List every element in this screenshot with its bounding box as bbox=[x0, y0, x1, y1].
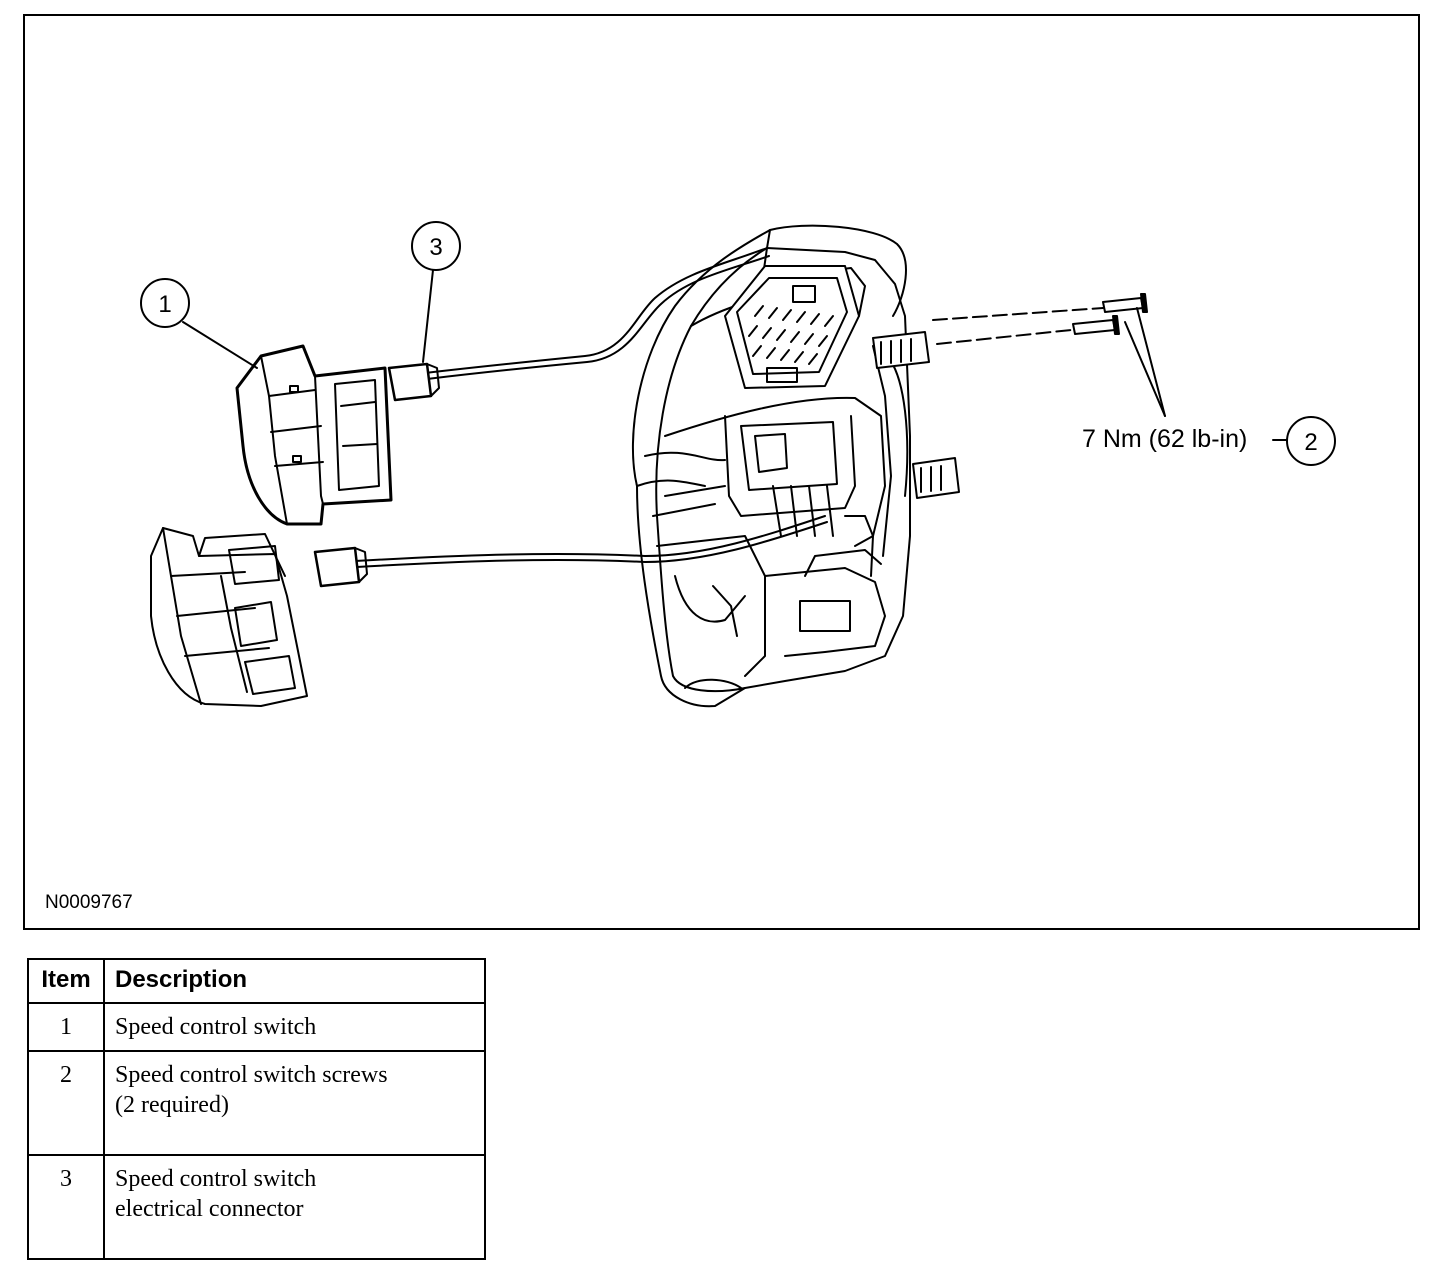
screws bbox=[932, 293, 1148, 345]
legend-item-description-line: electrical connector bbox=[115, 1196, 304, 1222]
legend-header-item: Item bbox=[27, 958, 105, 1004]
legend-item-number: 3 bbox=[27, 1154, 105, 1260]
callout-2-label: 2 bbox=[1304, 429, 1317, 456]
electrical-connector-upper bbox=[387, 362, 440, 402]
speed-control-switch-lower bbox=[150, 527, 308, 707]
legend-item-description-line: (2 required) bbox=[115, 1092, 229, 1118]
wire-harness-lower bbox=[354, 515, 826, 562]
leader-item-1 bbox=[182, 321, 258, 369]
legend-item-description: Speed control switch bbox=[103, 1002, 486, 1052]
legend-row: 2 Speed control switch screws (2 require… bbox=[27, 1050, 486, 1156]
hub-connector-right bbox=[912, 457, 960, 499]
exploded-view-illustration: 1 3 2 bbox=[140, 221, 1336, 708]
wire-harness-upper bbox=[424, 247, 768, 374]
figure-id: N0009767 bbox=[45, 892, 133, 913]
legend-row: 3 Speed control switch electrical connec… bbox=[27, 1154, 486, 1260]
leader-item-3 bbox=[422, 269, 434, 363]
legend-table: Item Description 1 Speed control switch … bbox=[27, 958, 486, 1260]
leader-item-2-a bbox=[1124, 321, 1166, 417]
torque-spec-label: 7 Nm (62 lb-in) bbox=[1082, 425, 1248, 453]
legend-row: 1 Speed control switch bbox=[27, 1002, 486, 1052]
legend-header-description: Description bbox=[103, 958, 486, 1004]
legend-item-number: 1 bbox=[27, 1002, 105, 1052]
legend-item-description-line: Speed control switch screws bbox=[115, 1062, 388, 1088]
leader-item-2-b bbox=[1136, 307, 1166, 417]
callout-3-label: 3 bbox=[429, 234, 442, 261]
wire-harness-lower-shadow bbox=[356, 521, 828, 568]
legend-item-number: 2 bbox=[27, 1050, 105, 1156]
speed-control-switch-upper bbox=[235, 344, 393, 526]
legend-item-description: Speed control switch screws (2 required) bbox=[103, 1050, 486, 1156]
figure-frame: 1 3 2 7 Nm (62 lb-in) N0009767 bbox=[23, 14, 1420, 930]
legend-header-row: Item Description bbox=[27, 958, 486, 1004]
legend-item-description-line: Speed control switch bbox=[115, 1166, 317, 1192]
hub-connector-upper bbox=[872, 331, 930, 369]
callout-3: 3 bbox=[411, 221, 461, 271]
steering-wheel-hub bbox=[631, 224, 911, 708]
electrical-connector-lower bbox=[313, 546, 368, 588]
wire-harness-upper-shadow bbox=[426, 255, 770, 380]
callout-2: 2 bbox=[1286, 416, 1336, 466]
legend-item-description: Speed control switch electrical connecto… bbox=[103, 1154, 486, 1260]
callout-1: 1 bbox=[140, 278, 190, 328]
callout-1-label: 1 bbox=[158, 291, 171, 318]
